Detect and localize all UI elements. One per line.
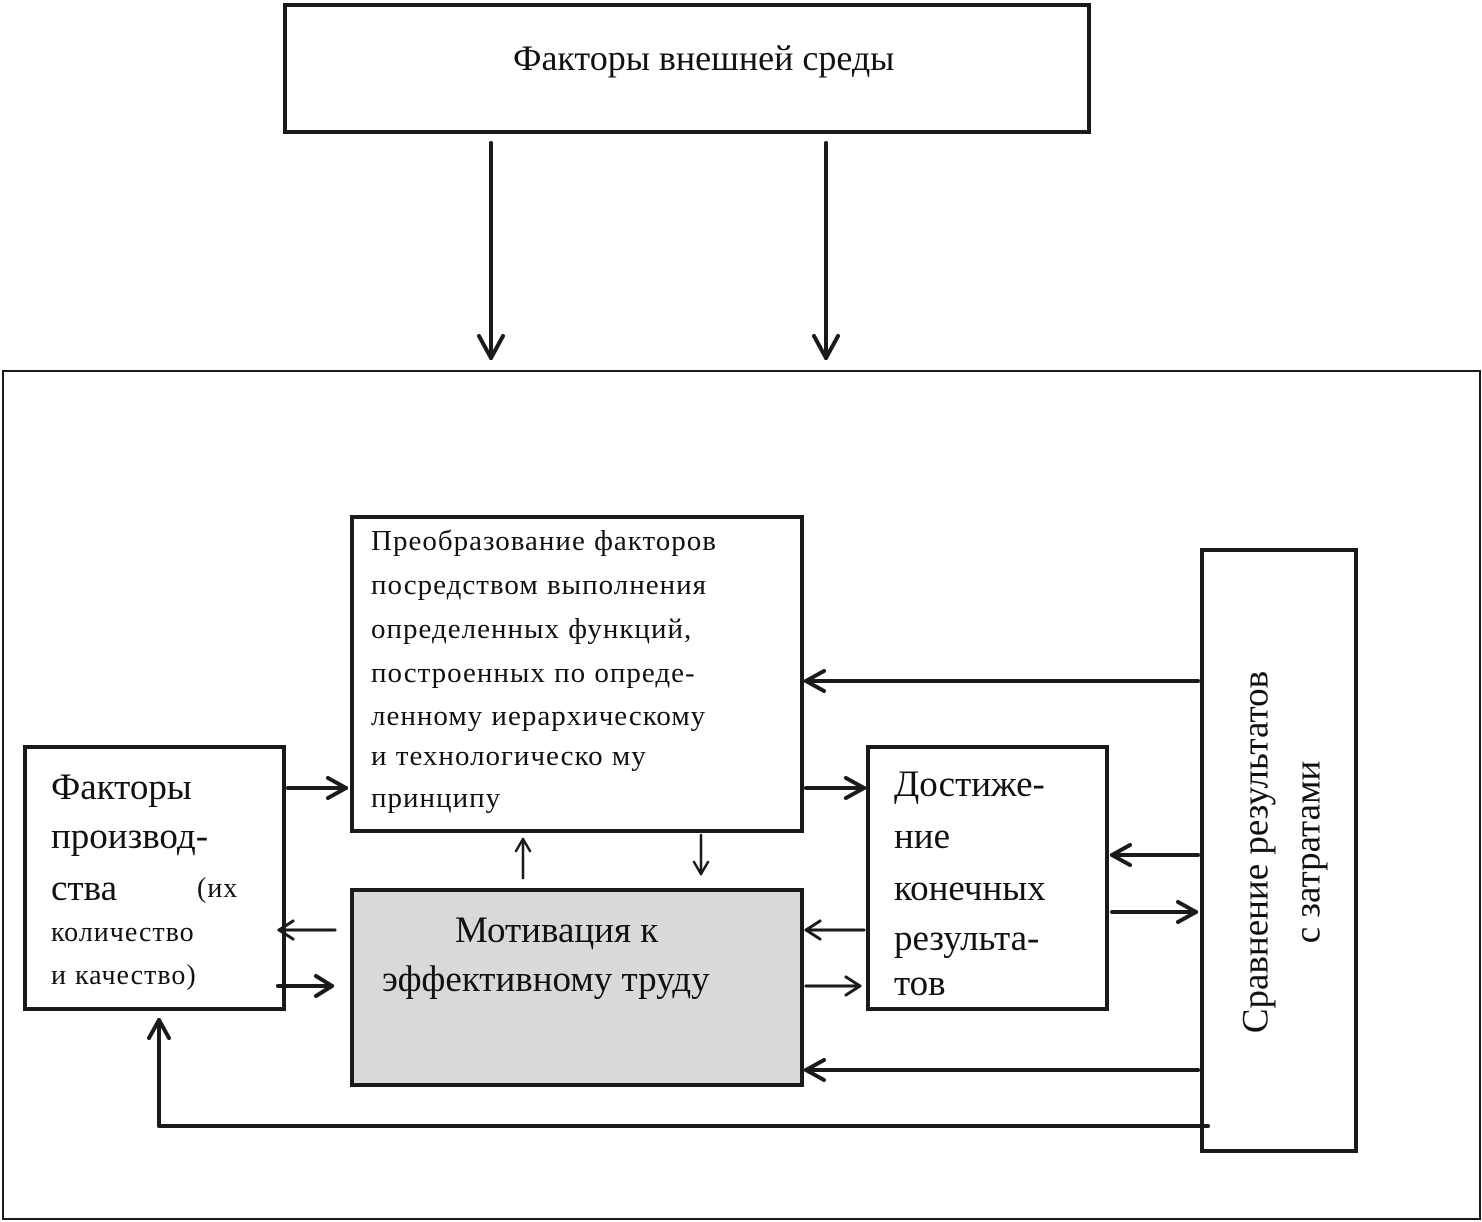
arrow-motivation-to-transformation	[514, 837, 532, 880]
transformation-line-1: Преобразование факторов	[371, 525, 717, 557]
arrow-comparison-to-motivation	[804, 1058, 1200, 1082]
motivation-box: Мотивация к эффективному труду	[350, 888, 804, 1087]
results-line-5: тов	[894, 963, 946, 1004]
transformation-line-2: посредством выполнения	[371, 569, 708, 601]
system-frame	[2, 370, 1481, 1220]
arrow-results-to-motivation	[804, 919, 866, 941]
arrow-motivation-to-results	[804, 975, 862, 997]
arrow-comparison-to-transformation	[804, 669, 1200, 693]
arrow-transformation-to-results	[804, 776, 866, 800]
arrow-motivation-to-production	[277, 919, 337, 941]
production-factors-line-3: ства	[51, 868, 117, 909]
transformation-line-6: и технологическо му	[371, 740, 647, 772]
arrow-transformation-to-motivation	[692, 833, 710, 876]
arrow-comparison-to-results	[1110, 843, 1200, 867]
results-line-3: конечных	[894, 868, 1046, 909]
arrow-results-to-comparison	[1110, 900, 1198, 924]
transformation-line-3: определенных функций,	[371, 613, 693, 645]
transformation-box: Преобразование факторов посредством выпо…	[350, 515, 804, 833]
arrow-production-to-transformation	[286, 776, 348, 800]
arrow-external-to-system-right	[812, 141, 840, 360]
results-line-4: результа-	[894, 918, 1040, 959]
motivation-line-2: эффективному труду	[382, 959, 710, 1000]
production-factors-line-6: и качество)	[51, 960, 197, 991]
results-box: Достиже- ние конечных результа- тов	[866, 745, 1109, 1011]
transformation-line-4: построенных по опреде-	[371, 657, 696, 689]
transformation-line-7: принципу	[371, 782, 502, 814]
arrow-external-to-system-left	[477, 141, 505, 360]
external-factors-label: Факторы внешней среды	[513, 38, 895, 78]
production-factors-line-2: производ-	[51, 816, 209, 857]
production-factors-line-4: (их	[197, 873, 239, 904]
production-factors-line-5: количество	[51, 917, 195, 948]
arrow-production-to-motivation	[276, 974, 334, 998]
transformation-line-5: ленному иерархическому	[371, 700, 707, 732]
external-factors-box: Факторы внешней среды	[283, 3, 1091, 134]
comparison-box: Сравнение результатов с затратами	[1200, 548, 1358, 1153]
results-line-1: Достиже-	[894, 764, 1045, 805]
arrow-comparison-to-production	[147, 1018, 1210, 1128]
production-factors-line-1: Факторы	[51, 767, 192, 808]
production-factors-box: Факторы производ- ства (их количество и …	[23, 745, 286, 1011]
motivation-line-1: Мотивация к	[455, 910, 659, 951]
results-line-2: ние	[894, 816, 951, 857]
